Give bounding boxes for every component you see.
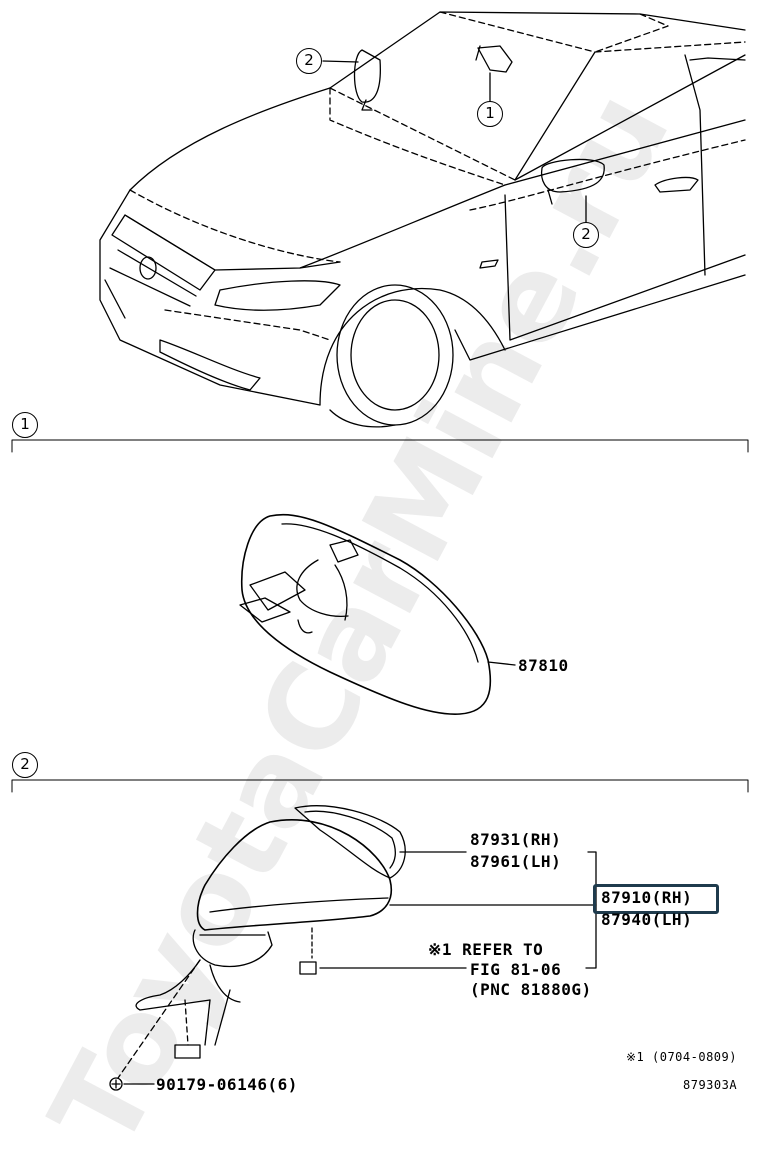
footnote-date-range: ※1 (0704-0809) — [626, 1050, 737, 1064]
section-two-marker: 2 — [12, 752, 38, 778]
diagram-id: 879303A — [683, 1078, 738, 1092]
part-87940-lh-label[interactable]: 87940(LH) — [601, 910, 693, 929]
outer-mirror-illustration — [109, 805, 597, 1091]
selected-part-highlight — [593, 884, 719, 914]
inner-mirror-illustration — [239, 513, 516, 715]
parts-diagram — [11, 11, 749, 1091]
callout-two-left-mirror[interactable]: 2 — [296, 48, 322, 74]
part-87931-rh-label[interactable]: 87931(RH) — [470, 830, 562, 849]
part-87910-rh-label[interactable]: 87910(RH) — [601, 888, 693, 907]
part-87810-label[interactable]: 87810 — [518, 656, 569, 675]
refer-note-line1: ※1 REFER TO — [428, 940, 544, 959]
callout-one-inner-mirror[interactable]: 1 — [477, 101, 503, 127]
car-illustration — [99, 11, 746, 428]
part-87961-lh-label[interactable]: 87961(LH) — [470, 852, 562, 871]
section-one-marker: 1 — [12, 412, 38, 438]
part-90179-screw-label[interactable]: 90179-06146(6) — [156, 1075, 298, 1094]
refer-note-line3: (PNC 81880G) — [470, 980, 592, 999]
callout-two-right-mirror[interactable]: 2 — [573, 222, 599, 248]
refer-note-line2[interactable]: FIG 81-06 — [470, 960, 562, 979]
